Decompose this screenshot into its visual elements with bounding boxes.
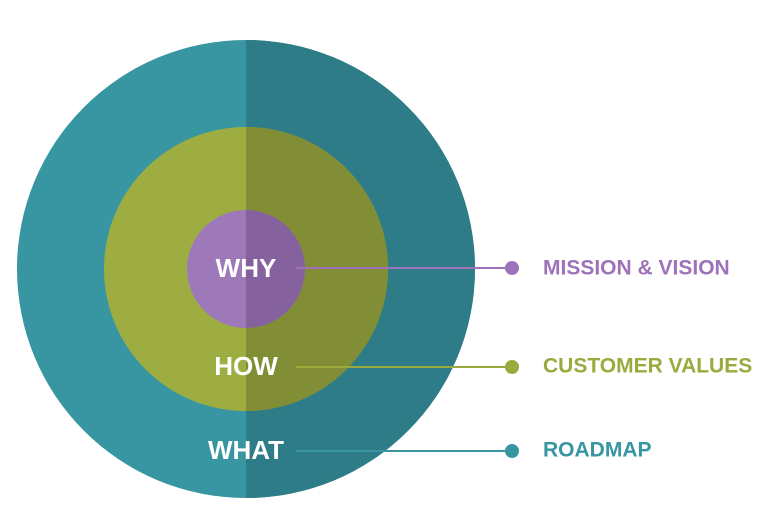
roadmap-label: ROADMAP xyxy=(543,439,652,462)
mission-vision-label: MISSION & VISION xyxy=(543,257,730,280)
what-ring-label: WHAT xyxy=(208,435,284,465)
how-connector-dot xyxy=(505,360,519,374)
why-ring-label: WHY xyxy=(216,253,277,283)
customer-values-label: CUSTOMER VALUES xyxy=(543,355,752,378)
what-connector-dot xyxy=(505,444,519,458)
why-connector-dot xyxy=(505,261,519,275)
how-ring-label: HOW xyxy=(214,351,278,381)
